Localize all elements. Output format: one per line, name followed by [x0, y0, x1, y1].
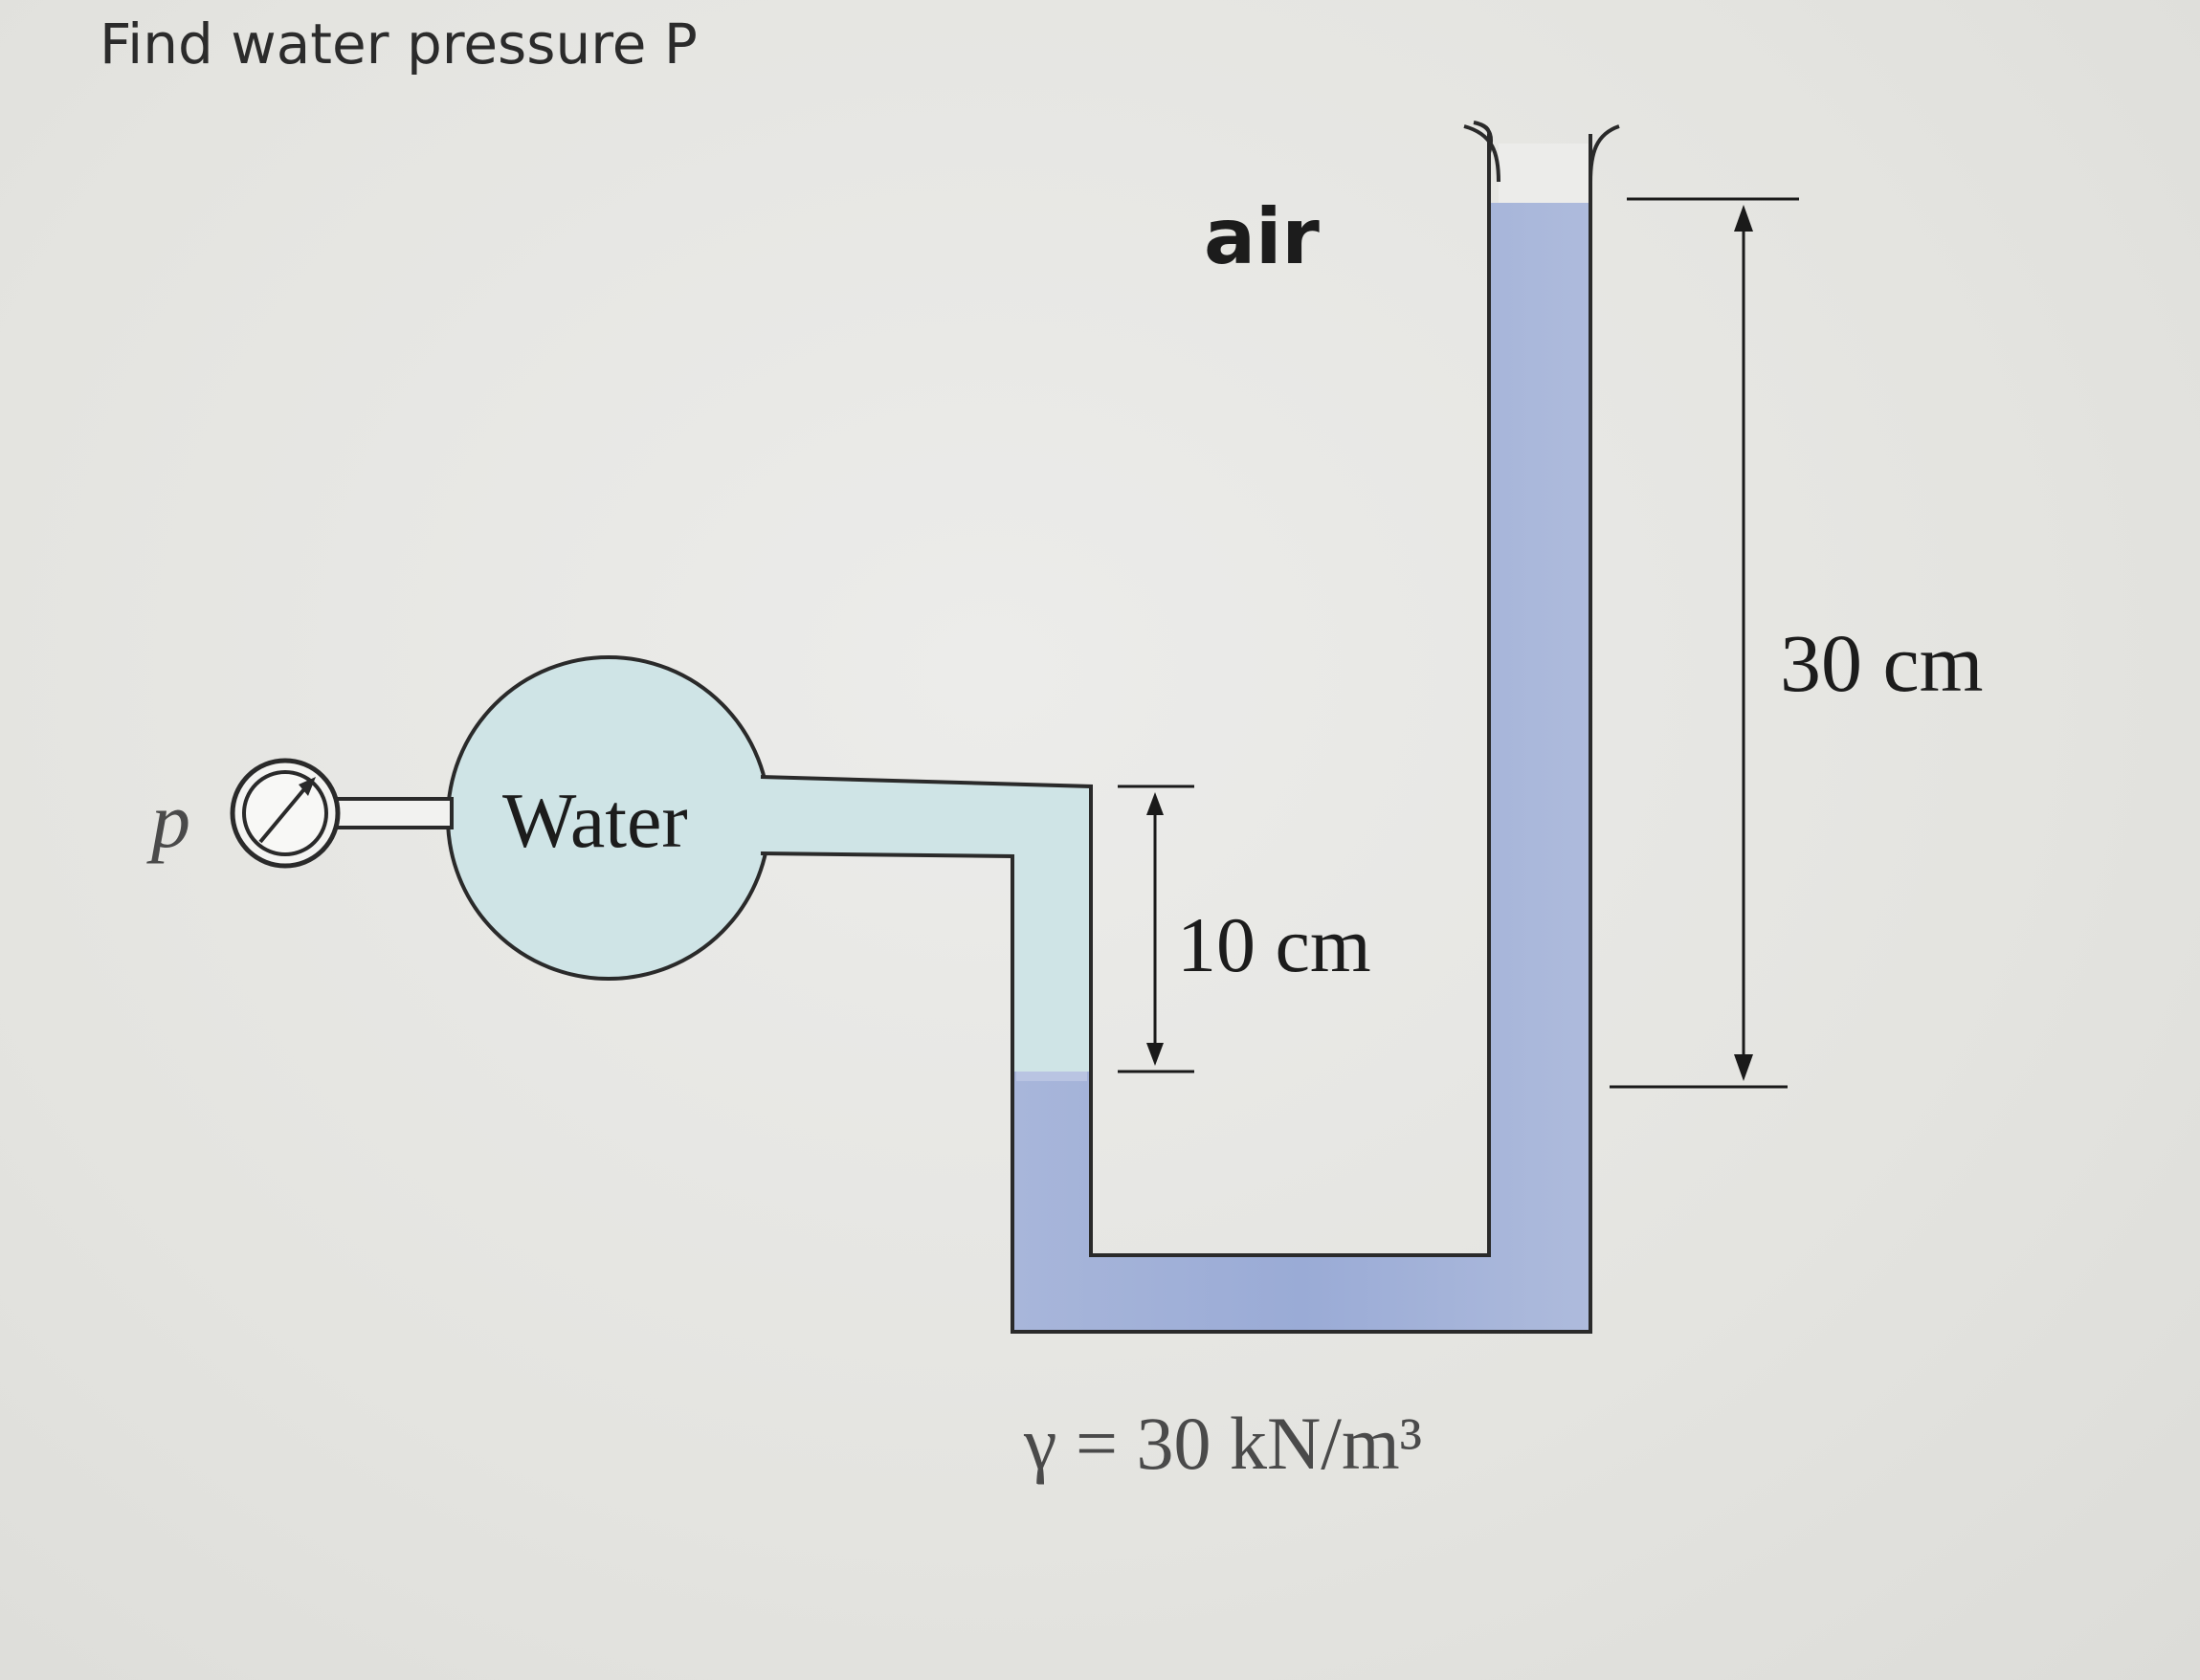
tall-height-dimension [1610, 197, 1799, 1089]
short-height-dimension [1118, 785, 1194, 1073]
water-pipe [756, 777, 1091, 1072]
specific-weight-label: γ = 30 kN/m³ [1023, 1402, 1422, 1485]
question-title: Find water pressure P [100, 11, 698, 77]
gauge-connector [335, 797, 454, 829]
right-tube-top-left-lip [1463, 124, 1500, 183]
tall-height-label: 30 cm [1780, 617, 1984, 709]
water-pipe-outline-inner [760, 134, 1592, 1334]
air-label: air [1204, 192, 1320, 281]
water-pipe-outline [760, 134, 1491, 1257]
gauge-symbol-label: p [146, 777, 190, 864]
left-leg-fluid-highlight [1016, 1072, 1087, 1081]
water-label: Water [502, 777, 688, 864]
short-height-label: 10 cm [1177, 901, 1371, 988]
manometer-fluid [1012, 203, 1590, 1332]
right-tube-air-section [1499, 144, 1590, 203]
right-tube-top-right-lip [1589, 124, 1620, 183]
pressure-gauge-icon [230, 758, 341, 869]
